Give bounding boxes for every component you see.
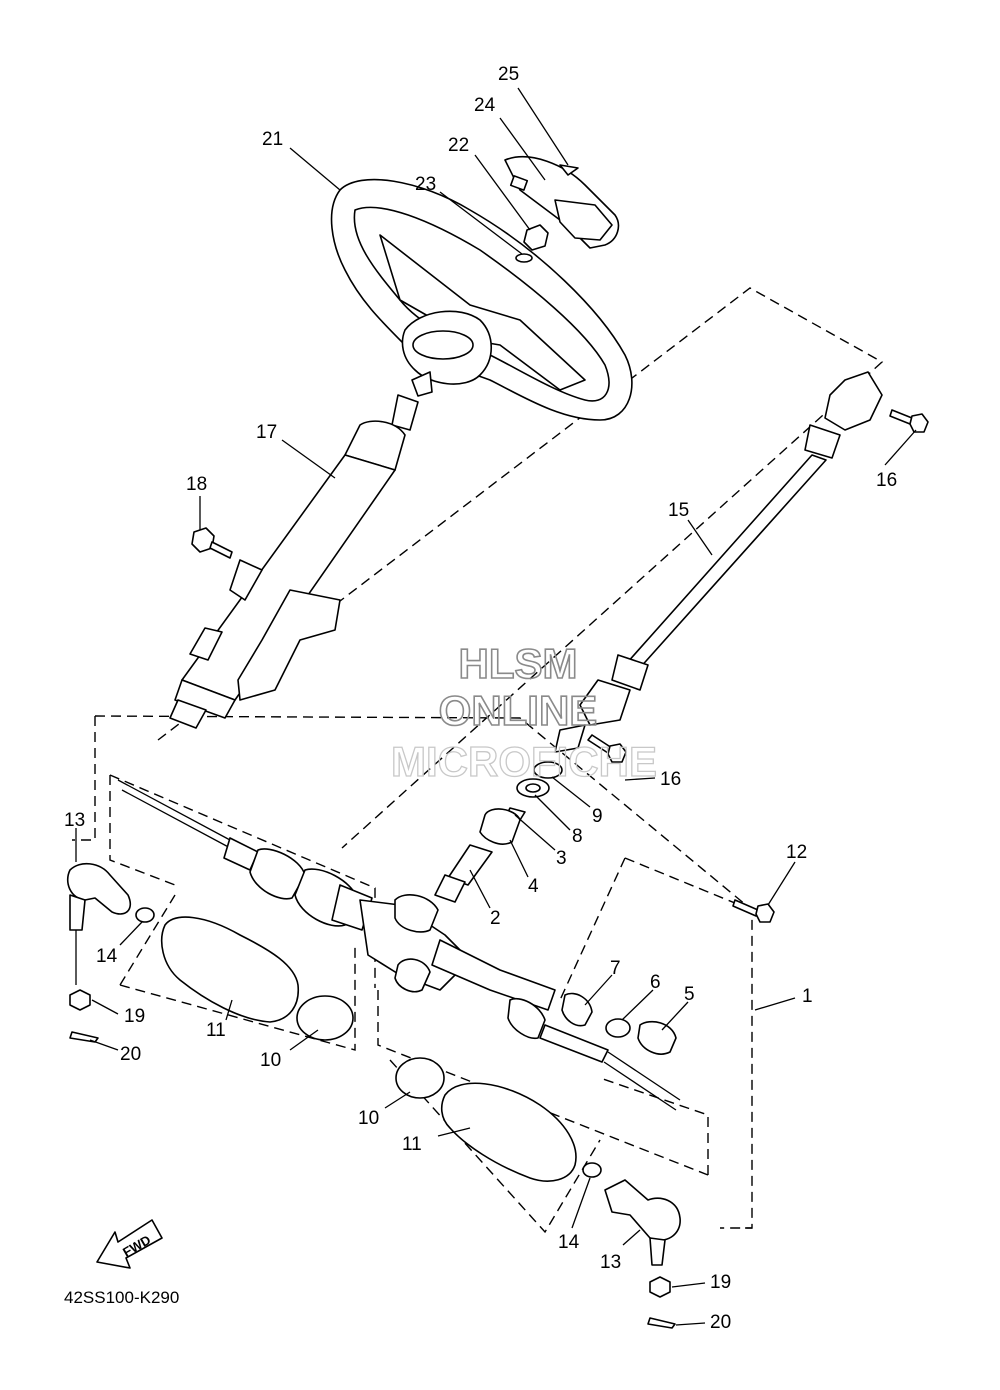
callout-19-left: 19 — [124, 1006, 145, 1027]
rack-group-outline-inner — [559, 857, 626, 1001]
spring-6 — [605, 1018, 631, 1038]
callout-18: 18 — [186, 474, 207, 495]
callout-13-right: 13 — [600, 1252, 621, 1273]
callout-2: 2 — [490, 908, 501, 929]
steering-column — [169, 394, 419, 729]
pin-25 — [559, 164, 579, 176]
left-tie-rod-parts — [66, 862, 354, 1043]
callout-10-right: 10 — [358, 1108, 379, 1129]
horn-pad-assembly — [504, 156, 620, 263]
callout-22: 22 — [448, 135, 469, 156]
callout-7: 7 — [610, 958, 621, 979]
callout-6: 6 — [650, 972, 661, 993]
pinion-parts — [434, 761, 563, 903]
watermark-line-3: MICROFICHE — [391, 738, 657, 785]
steering-wheel — [330, 178, 633, 421]
callout-4: 4 — [528, 876, 539, 897]
callout-13-left: 13 — [64, 810, 85, 831]
fwd-arrow-icon: FWD — [96, 1219, 163, 1269]
callout-24: 24 — [474, 95, 496, 116]
bracket-7 — [561, 992, 593, 1027]
steering-shaft — [554, 371, 929, 763]
callout-3: 3 — [556, 848, 567, 869]
bolt-16-lower — [587, 734, 627, 763]
rack-right-box-end — [599, 1077, 709, 1175]
shaft-group-outline — [157, 287, 884, 849]
seal-9 — [533, 761, 563, 779]
callout-20-right: 20 — [710, 1312, 731, 1333]
watermark-line-1: HLSM — [459, 640, 578, 687]
boot-right-box — [389, 1059, 601, 1234]
callout-23: 23 — [415, 174, 436, 195]
bearing-4 — [479, 808, 521, 845]
watermark: HLSM ONLINE MICROFICHE — [390, 639, 657, 785]
bolt-12 — [732, 899, 775, 923]
boot-11-left — [160, 916, 299, 1023]
callout-5: 5 — [684, 984, 695, 1005]
tie-rod-end-13-left — [66, 862, 132, 915]
nut-19-right — [649, 1276, 671, 1298]
nut-19-left — [69, 989, 91, 1011]
callouts: 25 24 21 22 23 17 18 16 15 16 9 8 3 4 2 … — [64, 64, 897, 1333]
callout-8: 8 — [572, 826, 583, 847]
washer-23 — [515, 253, 533, 263]
right-tie-rod-parts — [395, 1057, 681, 1329]
boot-left-box — [119, 945, 356, 1051]
nut-14-right — [582, 1162, 602, 1178]
leader-lines — [75, 87, 917, 1326]
rack-group-outline-right-top — [624, 857, 753, 911]
callout-17: 17 — [256, 422, 277, 443]
callout-14-left: 14 — [96, 946, 118, 967]
callout-16-upper: 16 — [876, 470, 897, 491]
callout-15: 15 — [668, 500, 689, 521]
callout-11-left: 11 — [206, 1020, 226, 1041]
rack-left-box-lower — [109, 775, 176, 886]
tie-rod-end-13-right — [604, 1179, 681, 1242]
boot-left-box-side — [119, 894, 176, 986]
callout-16-lower: 16 — [660, 769, 681, 790]
band-10-right — [395, 1057, 445, 1099]
callout-20-left: 20 — [120, 1044, 141, 1065]
callout-19-right: 19 — [710, 1272, 731, 1293]
rack-right-box — [377, 990, 709, 1176]
callout-10-left: 10 — [260, 1050, 281, 1071]
watermark-line-2: ONLINE — [439, 687, 598, 734]
callout-25: 25 — [498, 64, 519, 85]
callout-12: 12 — [786, 842, 807, 863]
callout-14-right: 14 — [558, 1232, 580, 1253]
bolt-16-upper — [889, 409, 929, 433]
rack-housing — [117, 779, 775, 1111]
bolt-18 — [191, 527, 233, 559]
rack-group-outline-left — [72, 716, 96, 841]
cap-5 — [637, 1021, 677, 1055]
callout-1: 1 — [802, 986, 813, 1007]
boot-11-right — [440, 1082, 577, 1182]
pin-20-right — [647, 1317, 676, 1329]
nut-22 — [523, 224, 549, 251]
callout-11-right: 11 — [402, 1134, 422, 1155]
diagram-code: 42SS100-K290 — [64, 1288, 179, 1307]
band-10-left — [296, 995, 354, 1041]
callout-9: 9 — [592, 806, 603, 827]
pin-20-left — [69, 1031, 99, 1043]
nut-14-left — [135, 907, 155, 923]
callout-21: 21 — [262, 129, 283, 150]
pinion-2 — [447, 844, 493, 886]
